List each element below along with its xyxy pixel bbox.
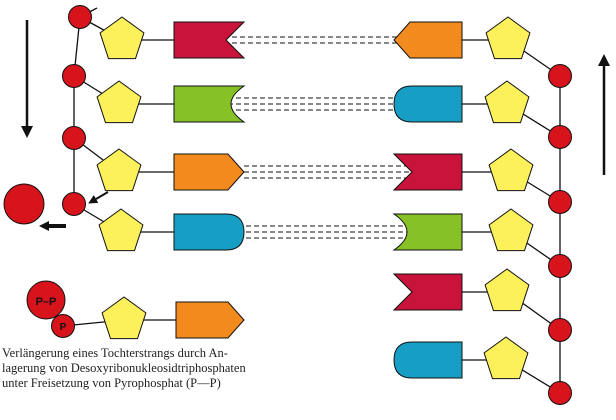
base-left-green-cup (173, 85, 246, 123)
base-left-orange-point (173, 153, 245, 191)
pyrophosphate-leave-arrow-head (39, 221, 49, 231)
phosphate-circle (548, 254, 572, 278)
base-right-red-notch (392, 273, 463, 311)
base-right-orange-point (393, 21, 463, 59)
phosphate-circle (548, 64, 572, 88)
right-direction-arrow-head (598, 54, 610, 66)
sugar-pentagon (98, 208, 144, 252)
pyrophosphate-label: P–P (36, 296, 57, 308)
phosphate-circle (62, 126, 86, 150)
figure-caption: Verlängerung eines Tochterstrangs durch … (2, 346, 308, 391)
phosphate-circle (548, 190, 572, 214)
caption-line-3: unter Freisetzung von Pyrophosphat (P—P) (2, 376, 221, 390)
left-direction-arrow-head (21, 126, 33, 138)
base-right-blue-round (393, 85, 463, 123)
phosphate-circle (68, 5, 92, 29)
caption-line-2: lagerung von Desoxyribonukleosidtriphosp… (2, 361, 246, 375)
phosphate-circle (62, 192, 86, 216)
phosphate-circle (548, 381, 572, 405)
sugar-pentagon (484, 268, 530, 312)
phosphate-circle (548, 318, 572, 342)
sugar-pentagon (484, 80, 530, 124)
phosphate-label: P (60, 322, 67, 333)
sugar-pentagon (96, 80, 142, 124)
release-arrow-head (88, 195, 99, 204)
sugar-pentagon (96, 148, 142, 192)
phosphate-circle (51, 314, 75, 338)
sugar-pentagon (101, 296, 147, 340)
pyrophosphate-circle (26, 280, 66, 320)
base-left-blue-round (173, 213, 245, 251)
phosphate-circle (548, 125, 572, 149)
base-right-blue-round (393, 341, 463, 379)
sugar-pentagon (488, 208, 534, 252)
base-right-green-cup (392, 213, 463, 251)
base-left-red-notch (173, 21, 246, 59)
sugar-pentagon (483, 336, 529, 380)
release-arrow-shaft (95, 191, 109, 200)
released-pyrophosphate-circle (3, 183, 45, 225)
sugar-pentagon (488, 148, 534, 192)
caption-line-1: Verlängerung eines Tochterstrangs durch … (2, 346, 228, 360)
base-right-red-notch (392, 153, 463, 191)
sugar-pentagon (99, 16, 145, 60)
phosphate-circle (62, 64, 86, 88)
base-free-orange-point (175, 301, 245, 339)
sugar-pentagon (485, 16, 531, 60)
